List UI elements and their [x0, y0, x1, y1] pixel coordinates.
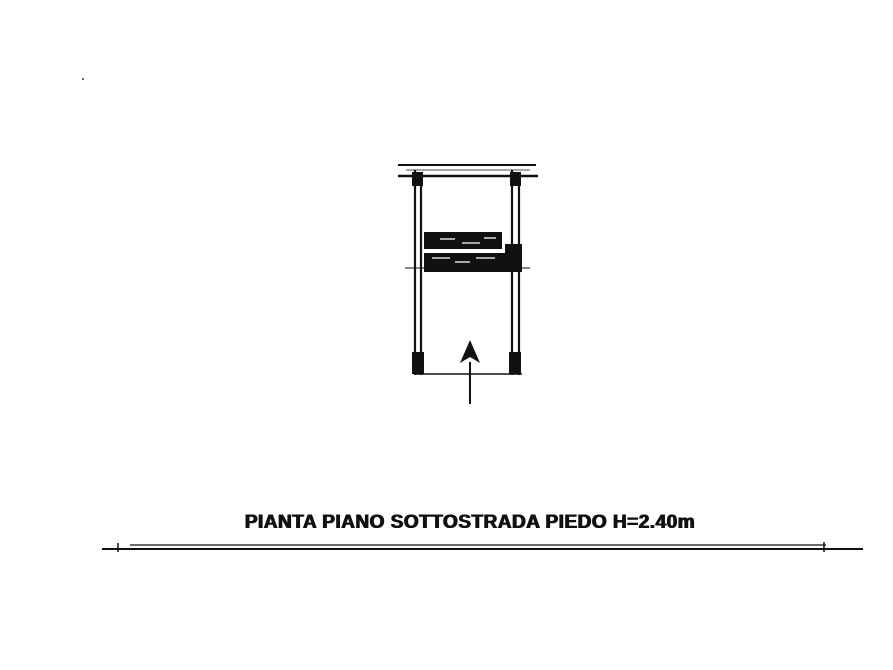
plan-caption: PIANTA PIANO SOTTOSTRADA PIEDO H=2.40m: [244, 512, 696, 533]
right-wall: [509, 170, 521, 375]
left-wall: [412, 170, 424, 375]
arrow-up-icon: [460, 340, 480, 404]
scan-speck: [82, 78, 84, 80]
middle-partition: [405, 232, 530, 272]
caption-baseline: [102, 542, 863, 552]
